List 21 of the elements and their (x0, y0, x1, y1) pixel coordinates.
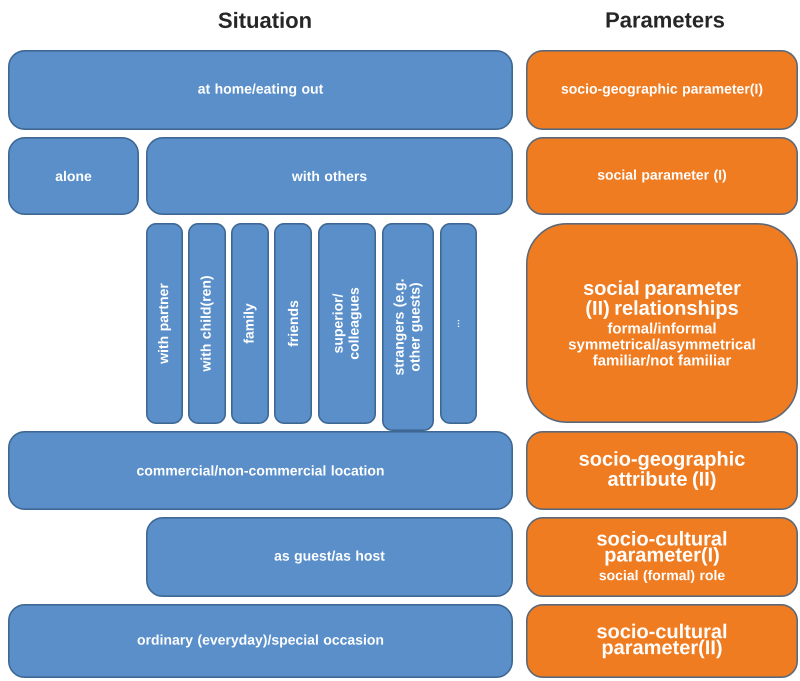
parameter-box: socio-cultural parameter(II) (526, 604, 798, 678)
parameter-box: socio-geographic attribute (II) (526, 431, 798, 510)
situation-box: commercial/non-commercial location (8, 431, 513, 510)
situation-box: alone (8, 137, 140, 215)
situation-box: with child(ren) (188, 223, 226, 424)
column-heading: Situation (218, 12, 311, 28)
situation-box: at home/eating out (8, 50, 513, 130)
situation-box: with others (146, 137, 513, 215)
situation-box: as guest/as host (146, 517, 513, 597)
situation-box: superior/ colleagues (318, 223, 376, 424)
situation-box: friends (274, 223, 312, 424)
column-heading: Parameters (606, 12, 724, 28)
situation-box: ordinary (everyday)/special occasion (8, 604, 513, 678)
situation-box: strangers (e.g. other guests) (382, 223, 434, 431)
parameter-box: social parameter (I) (526, 137, 798, 215)
parameter-box: socio-cultural parameter(I) social (formal) role (526, 517, 798, 597)
situation-box: family (231, 223, 269, 424)
situation-box: with partner (146, 223, 183, 424)
situation-box: … (440, 223, 477, 424)
parameter-box: social parameter (II) relationships formal/informal symmetrical/asymmetrical familiar/not familiar (526, 223, 798, 423)
parameter-box: socio-geographic parameter(I) (526, 50, 798, 130)
